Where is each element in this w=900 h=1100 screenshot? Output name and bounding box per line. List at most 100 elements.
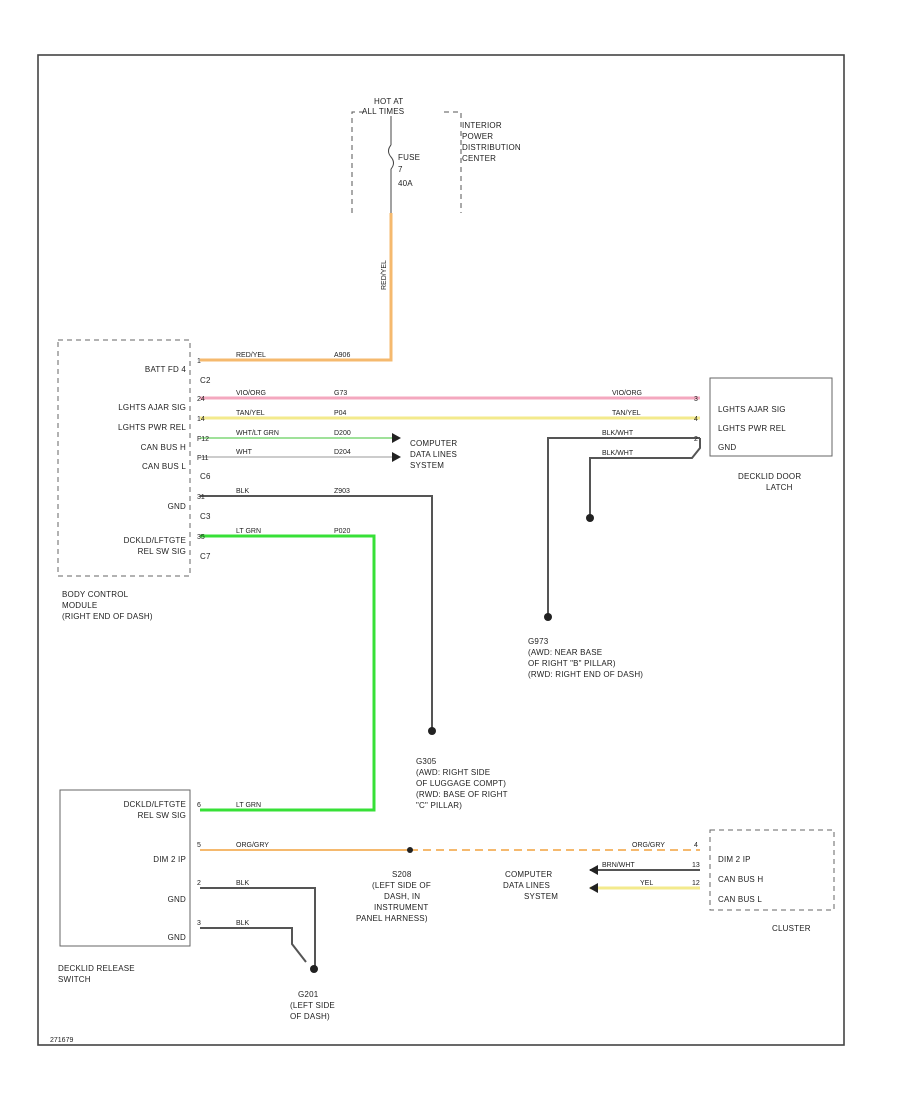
cluster-pin-label-canl: CAN BUS L bbox=[718, 895, 762, 904]
bcm-pin-num-ajar: 24 bbox=[197, 396, 205, 403]
wire-red-yel bbox=[200, 213, 393, 362]
splice-point-icon bbox=[407, 847, 413, 853]
bcm-pin-label-ajar: LGHTS AJAR SIG bbox=[118, 403, 186, 412]
wire-circuit-1: A906 bbox=[334, 352, 350, 359]
arrow-icon bbox=[589, 883, 598, 893]
fuse-symbol-icon bbox=[388, 144, 394, 170]
latch-wire-3: BLK/WHT bbox=[602, 430, 634, 437]
cdl-bottom-2: DATA LINES bbox=[503, 881, 550, 890]
bcm-connector-c6: C6 bbox=[200, 472, 211, 481]
g305-name: G305 bbox=[416, 757, 437, 766]
pdc-name-1: INTERIOR bbox=[462, 121, 502, 130]
bcm-pin-num-gnd: 31 bbox=[197, 494, 205, 501]
cdl-top-3: SYSTEM bbox=[410, 461, 444, 470]
switch-wire-1: LT GRN bbox=[236, 802, 261, 809]
fuse-label: FUSE bbox=[398, 153, 420, 162]
ground-point-icon bbox=[310, 965, 318, 973]
latch-pin-label-ajar: LGHTS AJAR SIG bbox=[718, 405, 786, 414]
arrow-icon bbox=[589, 865, 598, 875]
bcm-connector-c2: C2 bbox=[200, 376, 211, 385]
wire-color-3: TAN/YEL bbox=[236, 410, 265, 417]
wire-color-1: RED/YEL bbox=[236, 352, 266, 359]
latch-pin-num-ajar: 3 bbox=[694, 396, 698, 403]
ground-g973: G973 (AWD: NEAR BASE OF RIGHT "B" PILLAR… bbox=[528, 613, 643, 679]
switch-pin-label-dim: DIM 2 IP bbox=[153, 855, 186, 864]
s208-name: S208 bbox=[392, 870, 412, 879]
fuse-number: 7 bbox=[398, 165, 403, 174]
pdc-name-4: CENTER bbox=[462, 154, 496, 163]
g973-line-1: (AWD: NEAR BASE bbox=[528, 648, 602, 657]
wire-group bbox=[200, 213, 701, 968]
wire-color-4: WHT/LT GRN bbox=[236, 430, 279, 437]
g973-name: G973 bbox=[528, 637, 549, 646]
switch-pin-label-gnd-2: GND bbox=[168, 933, 186, 942]
g305-line-1: (AWD: RIGHT SIDE bbox=[416, 768, 490, 777]
g305-line-2: OF LUGGAGE COMPT) bbox=[416, 779, 506, 788]
ground-point-icon bbox=[428, 727, 436, 735]
latch-outline bbox=[709, 377, 833, 457]
wire-color-7: LT GRN bbox=[236, 528, 261, 535]
wire-blkwht-latch bbox=[589, 438, 701, 516]
bcm-pin-label-pwr: LGHTS PWR REL bbox=[118, 423, 186, 432]
latch-pin-label-pwr: LGHTS PWR REL bbox=[718, 424, 786, 433]
decklid-door-latch: LGHTS AJAR SIG 3 LGHTS PWR REL 4 GND 2 D… bbox=[694, 377, 833, 492]
cluster-name: CLUSTER bbox=[772, 924, 811, 933]
wire-color-2: VIO/ORG bbox=[236, 390, 266, 397]
bcm-name-2: MODULE bbox=[62, 601, 97, 610]
latch-name-2: LATCH bbox=[766, 483, 793, 492]
wire-labels: RED/YEL RED/YEL A906 VIO/ORG G73 TAN/YEL… bbox=[236, 260, 665, 927]
cdl-bottom-1: COMPUTER bbox=[505, 870, 552, 879]
s208-line-1: (LEFT SIDE OF bbox=[372, 881, 431, 890]
cluster-wire-1: ORG/GRY bbox=[632, 842, 665, 849]
latch-pin-num-gnd: 2 bbox=[694, 436, 698, 443]
switch-name-1: DECKLID RELEASE bbox=[58, 964, 135, 973]
switch-wire-3: BLK bbox=[236, 880, 250, 887]
s208-line-3: INSTRUMENT bbox=[374, 903, 428, 912]
bcm-pin-label-canl: CAN BUS L bbox=[142, 462, 186, 471]
latch-pin-num-pwr: 4 bbox=[694, 416, 698, 423]
cdl-bottom-3: SYSTEM bbox=[524, 892, 558, 901]
bcm-pin-label-batt: BATT FD 4 bbox=[145, 365, 186, 374]
bcm-pin-num-dckld: 35 bbox=[197, 534, 205, 541]
g305-line-3: (RWD: BASE OF RIGHT bbox=[416, 790, 508, 799]
switch-pin-label-dckld: DCKLD/LFTGTE bbox=[124, 800, 186, 809]
wire-circuit-6: Z903 bbox=[334, 488, 350, 495]
pdc-name-2: POWER bbox=[462, 132, 493, 141]
bcm-outline bbox=[57, 339, 191, 577]
g201-line-2: OF DASH) bbox=[290, 1012, 330, 1021]
wire-circuit-2: G73 bbox=[334, 390, 347, 397]
arrow-icon bbox=[392, 433, 401, 443]
bcm-connector-c7: C7 bbox=[200, 552, 211, 561]
g973-line-3: (RWD: RIGHT END OF DASH) bbox=[528, 670, 643, 679]
g201-name: G201 bbox=[298, 990, 319, 999]
switch-pin-num-dim: 5 bbox=[197, 842, 201, 849]
switch-wire-2: ORG/GRY bbox=[236, 842, 269, 849]
instrument-cluster: DIM 2 IP 4 CAN BUS H 13 CAN BUS L 12 CLU… bbox=[692, 829, 835, 933]
latch-name-1: DECKLID DOOR bbox=[738, 472, 801, 481]
cluster-wire-3: YEL bbox=[640, 880, 653, 887]
cluster-pin-num-canh: 13 bbox=[692, 862, 700, 869]
switch-outline bbox=[59, 789, 191, 947]
switch-wire-4: BLK bbox=[236, 920, 250, 927]
diagram-border bbox=[37, 54, 845, 1046]
s208-line-4: PANEL HARNESS) bbox=[356, 914, 428, 923]
hot-label-1: HOT AT bbox=[374, 97, 403, 106]
bcm-name-3: (RIGHT END OF DASH) bbox=[62, 612, 153, 621]
splice-s208: S208 (LEFT SIDE OF DASH, IN INSTRUMENT P… bbox=[356, 847, 431, 923]
pdc-name-3: DISTRIBUTION bbox=[462, 143, 521, 152]
cluster-pin-label-canh: CAN BUS H bbox=[718, 875, 763, 884]
switch-pin-num-gnd-2: 3 bbox=[197, 920, 201, 927]
latch-wire-4: BLK/WHT bbox=[602, 450, 634, 457]
switch-pin-label-gnd-1: GND bbox=[168, 895, 186, 904]
g973-line-2: OF RIGHT "B" PILLAR) bbox=[528, 659, 616, 668]
bcm-connector-c3: C3 bbox=[200, 512, 211, 521]
hot-label-2: ALL TIMES bbox=[362, 107, 404, 116]
power-distribution-center: HOT AT ALL TIMES INTERIOR POWER DISTRIBU… bbox=[351, 97, 521, 213]
arrow-icon bbox=[392, 452, 401, 462]
cluster-outline bbox=[709, 829, 835, 911]
cluster-wire-2: BRN/WHT bbox=[602, 862, 635, 869]
latch-pin-label-gnd: GND bbox=[718, 443, 736, 452]
bcm-pin-num-canl: F11 bbox=[197, 455, 209, 462]
decklid-release-switch: DCKLD/LFTGTE REL SW SIG 6 DIM 2 IP 5 GND… bbox=[58, 789, 201, 984]
